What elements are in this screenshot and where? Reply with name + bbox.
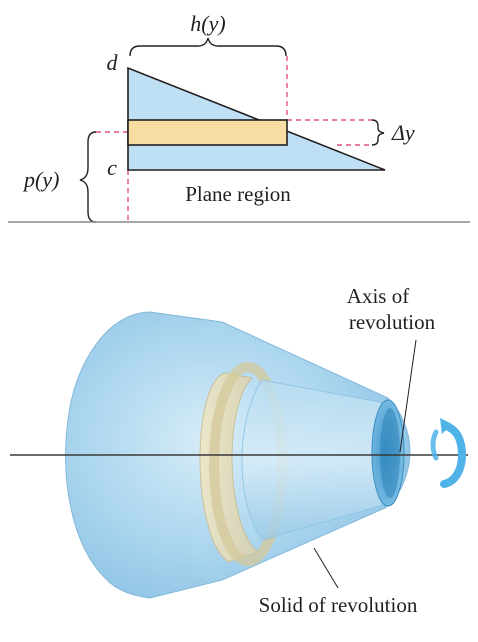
plane-region-diagram: h(y) d c Δy p(y) Plane region <box>8 11 470 223</box>
h-label: h(y) <box>190 11 225 36</box>
d-label: d <box>107 50 119 75</box>
axis-label-line1: Axis of <box>347 284 409 308</box>
representative-strip <box>127 119 288 146</box>
axis-leader-line <box>399 339 417 453</box>
solid-label: Solid of revolution <box>259 593 418 617</box>
end-opening-inner <box>380 408 400 498</box>
p-brace <box>79 131 97 223</box>
delta-y-label: Δy <box>391 120 415 145</box>
p-label: p(y) <box>22 167 59 192</box>
plane-region-triangle <box>127 66 386 171</box>
solid-leader-line <box>313 547 339 589</box>
axis-label-line2: revolution <box>349 310 436 334</box>
plane-region-label: Plane region <box>185 182 291 206</box>
h-brace <box>129 37 287 57</box>
rotation-arrow-icon <box>430 418 467 488</box>
c-label: c <box>107 155 117 180</box>
delta-y-brace <box>371 119 385 146</box>
solid-of-revolution-diagram: Axis of revolution Solid of revolution <box>10 284 468 617</box>
